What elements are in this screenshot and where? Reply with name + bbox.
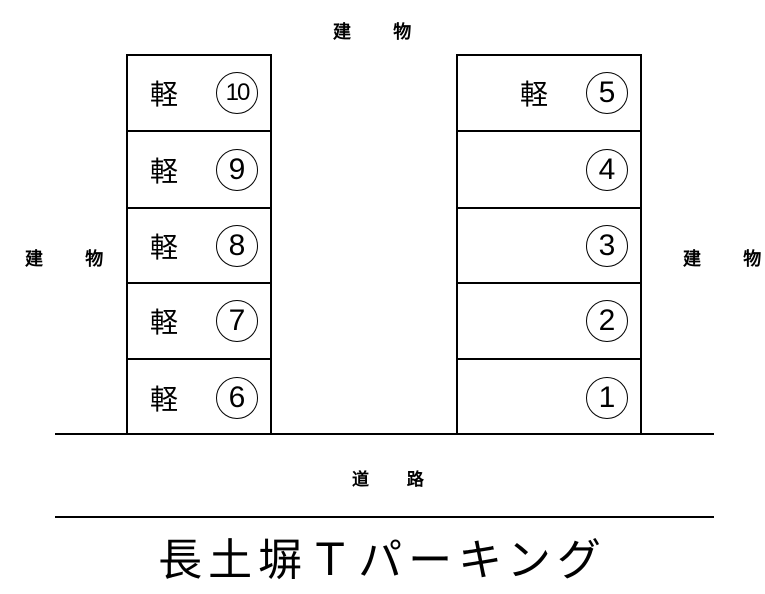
building-label-left: 建 物	[25, 249, 122, 270]
parking-stall-2[interactable]: 2	[458, 284, 640, 360]
parking-stall-1[interactable]: 1	[458, 360, 640, 435]
stall-number-circle: 4	[586, 148, 628, 191]
parking-stall-10[interactable]: 軽 10	[128, 56, 270, 132]
road-edge-bottom	[55, 516, 714, 518]
kei-car-label: 軽	[150, 382, 179, 416]
right-parking-column: 軽 5 4 3 2 1	[456, 54, 642, 435]
stall-number-circle: 8	[216, 224, 258, 267]
parking-stall-4[interactable]: 4	[458, 132, 640, 209]
stall-number-circle: 10	[216, 72, 258, 114]
parking-stall-8[interactable]: 軽 8	[128, 209, 270, 284]
parking-stall-9[interactable]: 軽 9	[128, 132, 270, 209]
parking-stall-7[interactable]: 軽 7	[128, 284, 270, 360]
kei-car-label: 軽	[150, 230, 179, 264]
parking-stall-6[interactable]: 軽 6	[128, 360, 270, 435]
stall-number-circle: 6	[216, 376, 258, 419]
building-label-right: 建 物	[683, 249, 761, 270]
kei-car-label: 軽	[520, 78, 549, 111]
stall-number-circle: 1	[586, 376, 628, 419]
left-parking-column: 軽 10 軽 9 軽 8 軽 7 軽 6	[126, 54, 272, 435]
kei-car-label: 軽	[150, 154, 179, 188]
road-label: 道 路	[352, 470, 440, 490]
road-edge-top	[55, 433, 714, 435]
building-label-top: 建 物	[333, 22, 430, 43]
stall-number-circle: 5	[586, 72, 628, 114]
kei-car-label: 軽	[150, 306, 179, 339]
parking-stall-3[interactable]: 3	[458, 209, 640, 284]
stall-number-circle: 9	[216, 148, 258, 191]
parking-lot-title: 長土塀Ｔパーキング	[158, 535, 607, 586]
stall-number-circle: 7	[216, 300, 258, 342]
kei-car-label: 軽	[150, 78, 179, 111]
stall-number-circle: 2	[586, 300, 628, 342]
parking-stall-5[interactable]: 軽 5	[458, 56, 640, 132]
stall-number-circle: 3	[586, 224, 628, 267]
